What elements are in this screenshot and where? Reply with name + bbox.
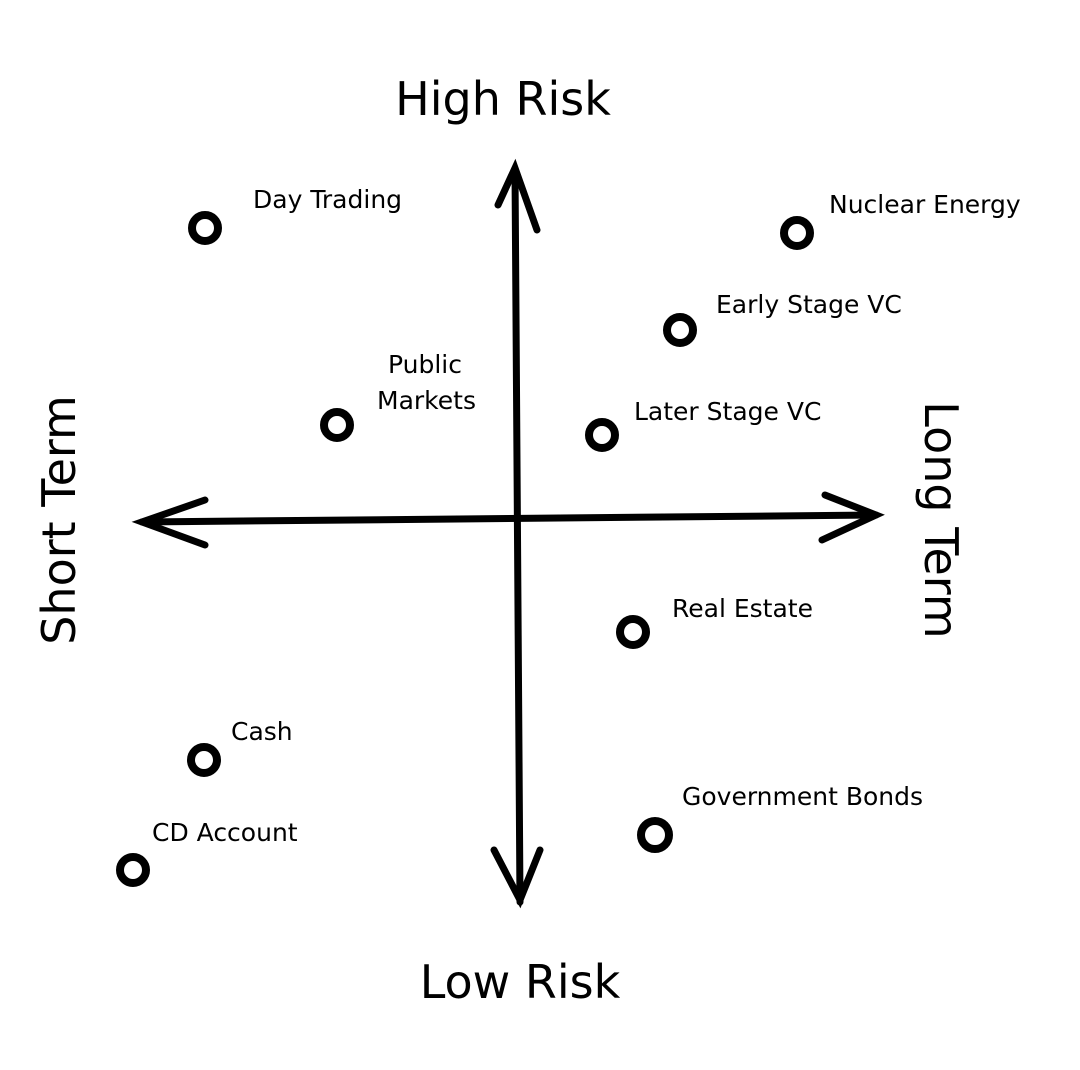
axis-title-high-risk: High Risk bbox=[395, 72, 611, 126]
point-label: Cash bbox=[231, 717, 293, 746]
point-day-trading: Day Trading bbox=[188, 185, 402, 245]
point-real-estate: Real Estate bbox=[616, 594, 813, 649]
point-marker bbox=[616, 615, 650, 649]
point-label: Nuclear Energy bbox=[829, 190, 1021, 219]
point-marker bbox=[320, 408, 354, 442]
point-marker bbox=[585, 418, 619, 452]
point-marker bbox=[116, 853, 150, 887]
point-label-line2: Markets bbox=[377, 386, 476, 415]
point-public-markets: Public Markets bbox=[320, 350, 476, 442]
point-label: Real Estate bbox=[672, 594, 813, 623]
horizontal-axis bbox=[131, 491, 885, 549]
axis-title-long-term: Long Term bbox=[914, 401, 968, 638]
vertical-axis bbox=[490, 158, 544, 909]
point-label-line1: Public bbox=[388, 350, 462, 379]
point-label: Government Bonds bbox=[682, 782, 923, 811]
point-marker bbox=[663, 313, 697, 347]
point-cd-account: CD Account bbox=[116, 818, 298, 887]
point-early-stage-vc: Early Stage VC bbox=[663, 290, 902, 347]
axis-title-short-term: Short Term bbox=[32, 395, 86, 645]
point-government-bonds: Government Bonds bbox=[637, 782, 923, 853]
point-label: Later Stage VC bbox=[634, 397, 821, 426]
point-label: Early Stage VC bbox=[716, 290, 902, 319]
point-marker bbox=[780, 216, 814, 250]
point-later-stage-vc: Later Stage VC bbox=[585, 397, 821, 452]
point-nuclear-energy: Nuclear Energy bbox=[780, 190, 1021, 250]
axis-title-low-risk: Low Risk bbox=[420, 955, 621, 1009]
point-label: Day Trading bbox=[253, 185, 402, 214]
point-cash: Cash bbox=[187, 717, 293, 777]
point-marker bbox=[188, 211, 222, 245]
point-marker bbox=[187, 743, 221, 777]
point-label: CD Account bbox=[152, 818, 298, 847]
point-marker bbox=[637, 817, 673, 853]
